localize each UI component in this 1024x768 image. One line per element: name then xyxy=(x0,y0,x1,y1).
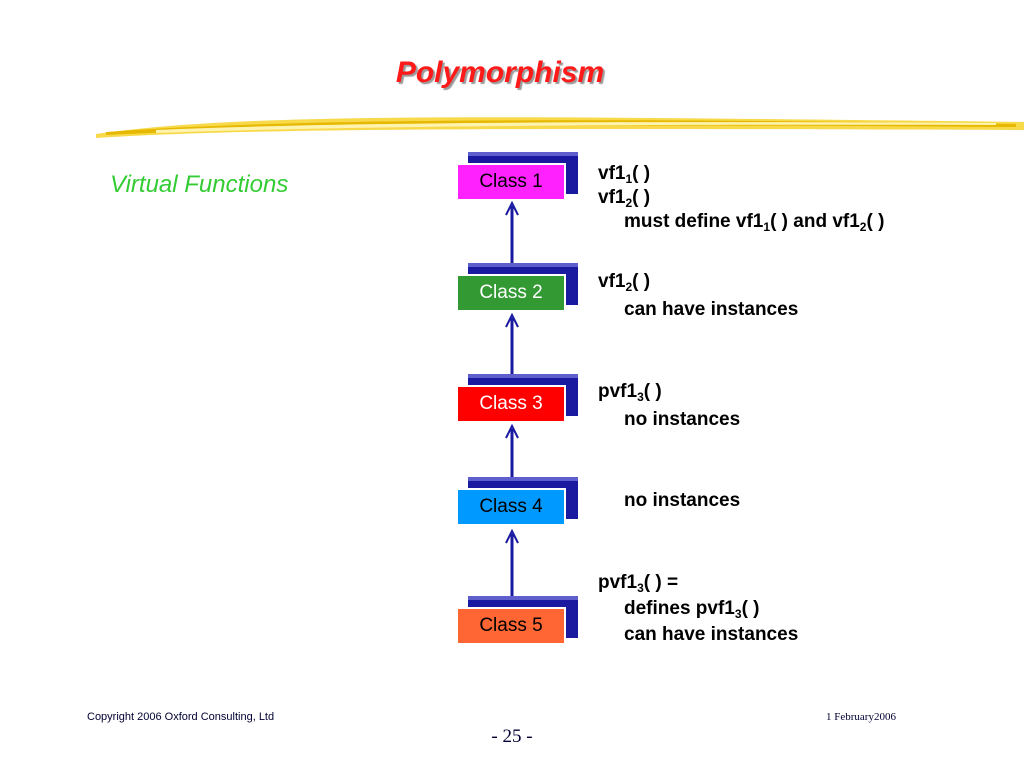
class1-desc-line3: must define vf11( ) and vf12( ) xyxy=(624,211,885,234)
class4-description: no instances xyxy=(598,489,740,517)
class3-description: pvf13( ) no instances xyxy=(598,380,740,436)
class3-desc-line1: pvf13( ) xyxy=(598,381,662,404)
class3-desc-line2: no instances xyxy=(624,409,741,430)
class1-desc-line2: vf12( ) xyxy=(598,187,651,210)
class2-desc-line1: vf12( ) xyxy=(598,271,651,294)
class5-box: Class 5 xyxy=(456,607,566,645)
class3-label: Class 3 xyxy=(479,393,543,414)
class2-box: Class 2 xyxy=(456,274,566,312)
arrowhead-class3 xyxy=(505,423,519,439)
footer-copyright: Copyright 2006 Oxford Consulting, Ltd xyxy=(87,711,275,723)
class4-box: Class 4 xyxy=(456,488,566,526)
class3-box: Class 3 xyxy=(456,385,566,423)
class5-label: Class 5 xyxy=(479,615,543,636)
slide-subtitle: Virtual Functions xyxy=(110,171,289,198)
page-number: - 25 - xyxy=(491,726,533,747)
class5-desc-line2: defines pvf13( ) xyxy=(624,598,760,621)
class1-label: Class 1 xyxy=(479,171,543,192)
class1-box: Class 1 xyxy=(456,163,566,201)
class4-label: Class 4 xyxy=(479,496,543,517)
class5-desc-line3: can have instances xyxy=(624,624,799,645)
footer-date: 1 February2006 xyxy=(826,711,896,723)
class5-description: pvf13( ) = defines pvf13( ) can have ins… xyxy=(598,571,798,651)
arrowhead-class1 xyxy=(505,200,519,216)
class5-desc-line1: pvf13( ) = xyxy=(598,572,679,595)
arrowhead-class2 xyxy=(505,312,519,328)
title-underline-swoosh xyxy=(96,117,1024,138)
class2-desc-line2: can have instances xyxy=(624,299,799,320)
slide-title: Polymorphism xyxy=(395,56,605,89)
class2-label: Class 2 xyxy=(479,282,543,303)
arrowhead-class4 xyxy=(505,528,519,544)
class4-desc-line1: no instances xyxy=(624,490,741,511)
class2-description: vf12( ) can have instances xyxy=(598,270,798,326)
class1-description: vf11( ) vf12( ) must define vf11( ) and … xyxy=(598,162,884,238)
class1-desc-line1: vf11( ) xyxy=(598,163,651,186)
